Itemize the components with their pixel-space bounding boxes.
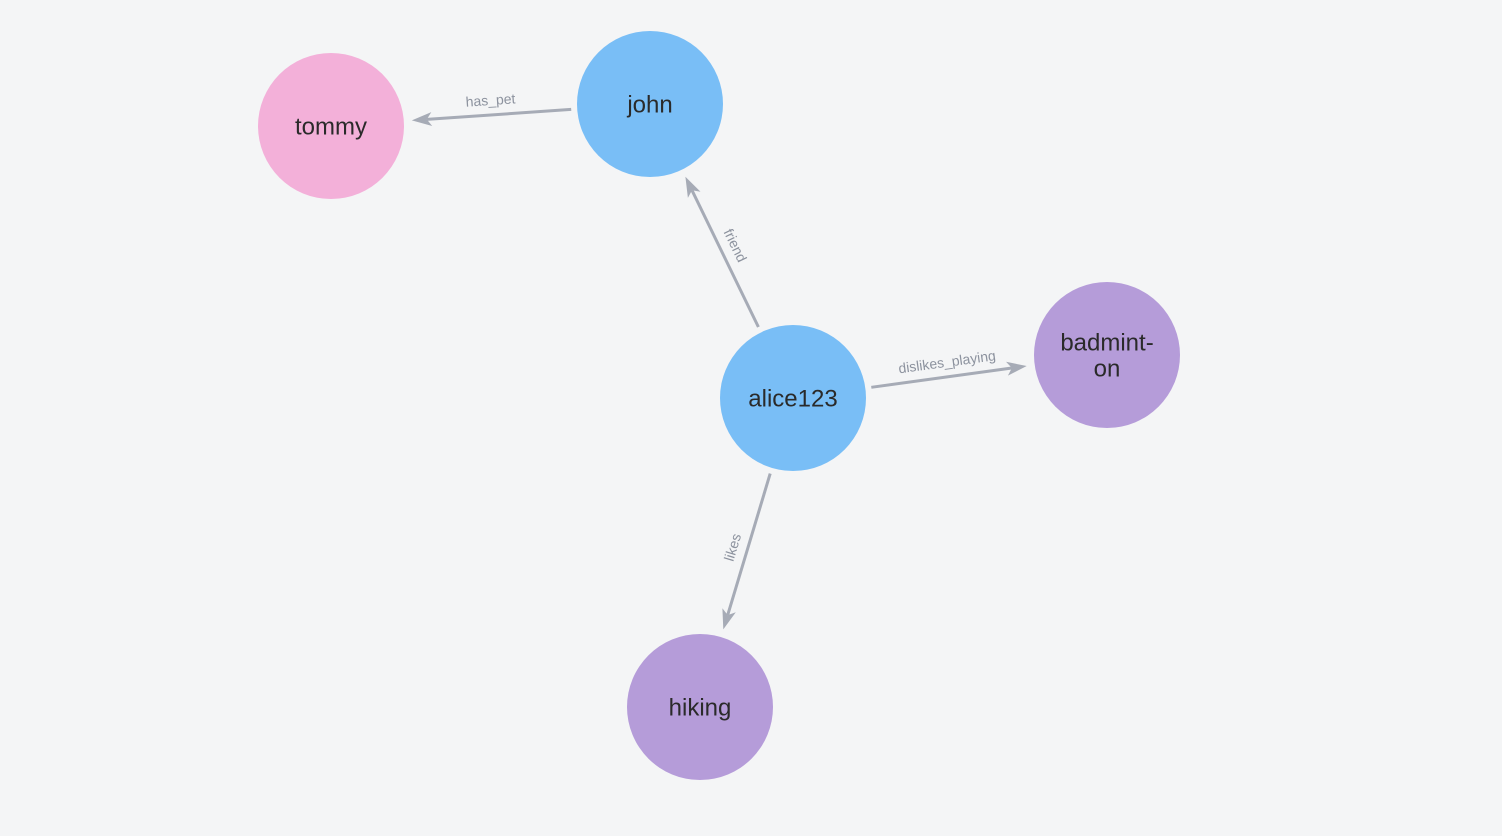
node-label-line: hiking [669, 694, 732, 721]
node-circle [720, 325, 866, 471]
node-label-line: john [626, 91, 672, 118]
edge-line [726, 473, 772, 616]
node-label: alice123 [748, 385, 837, 412]
node-tommy[interactable]: tommy [258, 53, 404, 199]
edge-arrowhead-icon [722, 608, 736, 630]
node-label: hiking [669, 694, 732, 721]
edge-label: has_pet [465, 90, 516, 109]
node-circle [627, 634, 773, 780]
edge-arrowhead-icon [685, 176, 701, 198]
edge-arrowhead-icon [1006, 361, 1027, 376]
edge-alice123-dislikes_playing-badminton[interactable]: dislikes_playing [871, 347, 1027, 389]
node-circle [577, 31, 723, 177]
node-hiking[interactable]: hiking [627, 634, 773, 780]
node-label: john [626, 91, 672, 118]
node-john[interactable]: john [577, 31, 723, 177]
edge-alice123-likes-hiking[interactable]: likes [721, 473, 772, 630]
node-label: badmint-on [1060, 329, 1153, 382]
node-label-line: on [1094, 355, 1121, 382]
edge-john-has_pet-tommy[interactable]: has_pet [411, 90, 572, 126]
node-circle [1034, 282, 1180, 428]
node-label: tommy [295, 113, 367, 140]
edge-line [690, 189, 760, 328]
edge-line [871, 366, 1013, 389]
node-label-line: tommy [295, 113, 367, 140]
node-badminton[interactable]: badmint-on [1034, 282, 1180, 428]
edge-arrowhead-icon [411, 112, 433, 126]
node-label-line: alice123 [748, 385, 837, 412]
edge-alice123-friend-john[interactable]: friend [685, 176, 760, 328]
node-label-line: badmint- [1060, 329, 1153, 356]
node-alice123[interactable]: alice123 [720, 325, 866, 471]
edge-line [426, 107, 572, 121]
edge-label: likes [721, 532, 744, 563]
node-circle [258, 53, 404, 199]
